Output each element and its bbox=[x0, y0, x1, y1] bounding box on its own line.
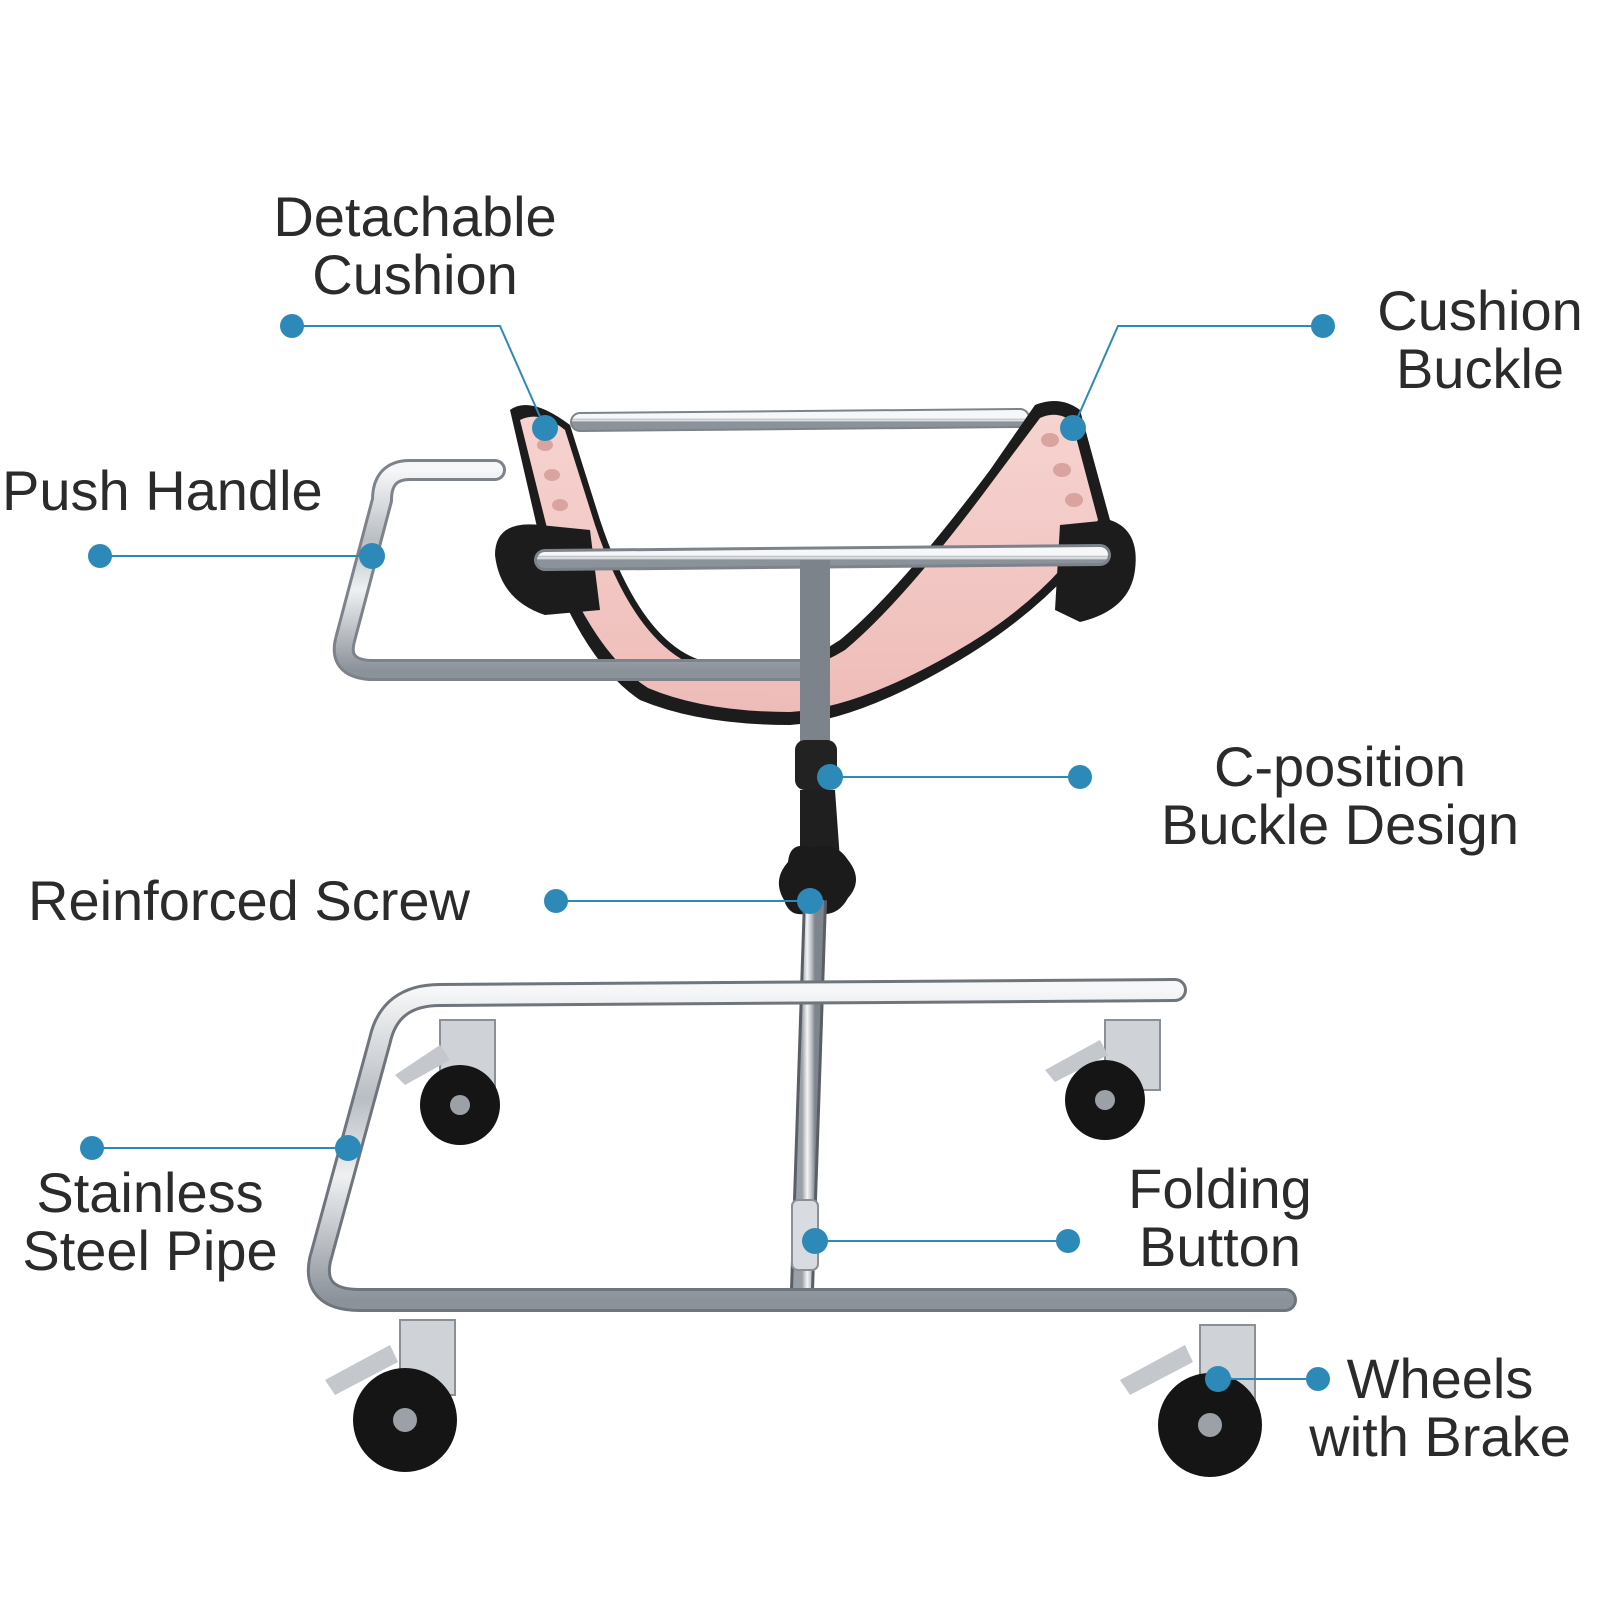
label-line: Button bbox=[1139, 1215, 1301, 1278]
label-line: with Brake bbox=[1309, 1405, 1571, 1468]
label-line: C-position bbox=[1213, 735, 1467, 798]
label-detachable-cushion: Detachable Cushion bbox=[250, 188, 580, 304]
caster-wheel bbox=[395, 1019, 500, 1145]
label-line: Steel Pipe bbox=[22, 1219, 278, 1282]
callout-dot bbox=[280, 314, 304, 338]
callout-dot bbox=[1060, 415, 1086, 441]
callout-dot bbox=[544, 889, 568, 913]
label-reinforced-screw: Reinforced Screw bbox=[28, 872, 470, 930]
callout-dot bbox=[359, 543, 385, 569]
callout-dot bbox=[80, 1136, 104, 1160]
label-line: Buckle Design bbox=[1161, 793, 1519, 856]
callout-dot bbox=[1068, 765, 1092, 789]
callout-dot bbox=[802, 1228, 828, 1254]
label-c-position-buckle: C-position Buckle Design bbox=[1130, 738, 1550, 854]
seat-frame-front bbox=[534, 544, 1111, 571]
callout-dot bbox=[335, 1135, 361, 1161]
label-stainless-steel-pipe: Stainless Steel Pipe bbox=[0, 1164, 300, 1280]
leader-line-detachable-cushion bbox=[292, 325, 546, 429]
label-line: Folding bbox=[1128, 1157, 1312, 1220]
label-line: Wheels bbox=[1346, 1347, 1534, 1410]
callout-dot bbox=[1205, 1366, 1231, 1392]
label-line: Stainless bbox=[36, 1161, 264, 1224]
callout-dot bbox=[88, 544, 112, 568]
caster-wheel bbox=[1045, 1019, 1161, 1140]
callout-dot bbox=[532, 415, 558, 441]
label-line: Detachable bbox=[273, 185, 557, 248]
height-adjust-post bbox=[778, 540, 856, 1291]
label-cushion-buckle: Cushion Buckle bbox=[1360, 282, 1600, 398]
leader-line-cushion-buckle bbox=[1072, 325, 1323, 429]
callout-dot bbox=[1311, 314, 1335, 338]
label-line: Reinforced Screw bbox=[28, 869, 470, 932]
caster-wheel bbox=[325, 1319, 457, 1472]
callout-dot bbox=[817, 764, 843, 790]
label-line: Cushion bbox=[1377, 279, 1583, 342]
callout-dot bbox=[797, 888, 823, 914]
label-line: Push Handle bbox=[2, 459, 323, 522]
push-handle-frame bbox=[332, 459, 811, 681]
label-line: Buckle bbox=[1395, 337, 1565, 400]
callout-dot bbox=[1056, 1229, 1080, 1253]
callout-dot bbox=[1306, 1367, 1330, 1391]
base-frame bbox=[306, 978, 1297, 1312]
label-line: Cushion bbox=[312, 243, 518, 306]
label-wheels-with-brake: Wheels with Brake bbox=[1285, 1350, 1595, 1466]
label-folding-button: Folding Button bbox=[1110, 1160, 1330, 1276]
label-push-handle: Push Handle bbox=[2, 462, 323, 520]
